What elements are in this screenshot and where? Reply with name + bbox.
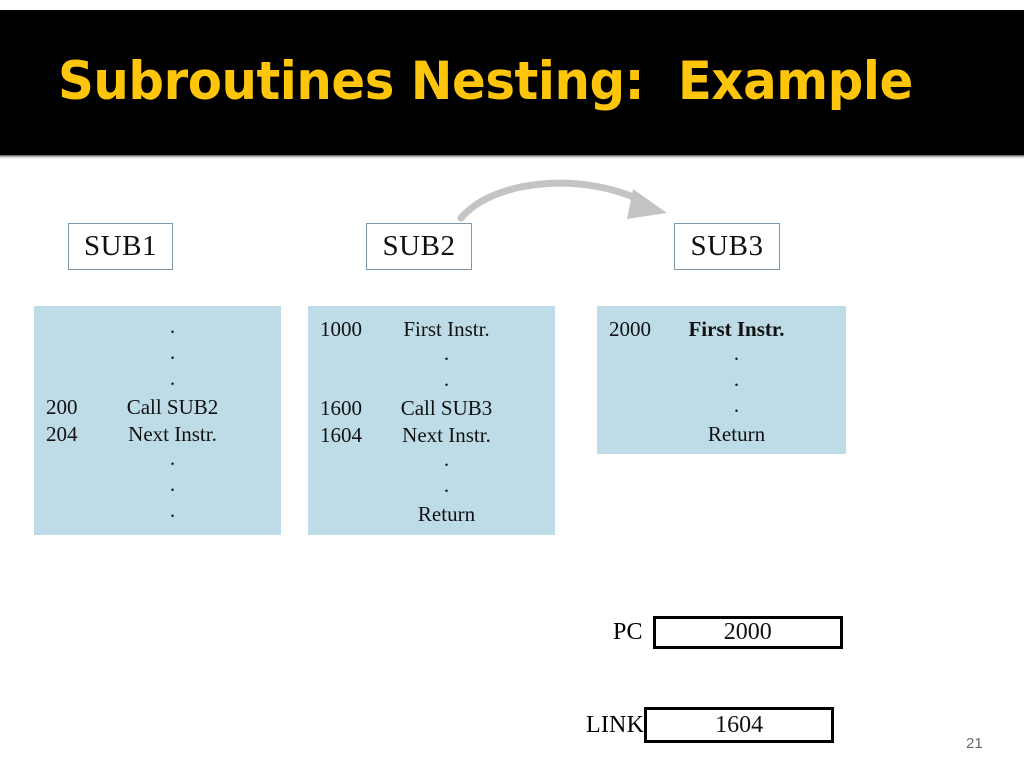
code-row: 1600 Call SUB3 bbox=[308, 395, 555, 422]
register-pc-label: PC bbox=[613, 619, 643, 645]
register-pc-value[interactable]: 2000 bbox=[652, 616, 843, 649]
code-row: 1000 First Instr. bbox=[308, 316, 555, 343]
code-instruction: Return bbox=[417, 502, 476, 526]
call-arrow-icon bbox=[457, 179, 667, 222]
code-address: 1604 bbox=[320, 423, 362, 447]
register-link: LINK 1604 bbox=[586, 707, 835, 743]
page-number: 21 bbox=[966, 735, 983, 752]
code-ellipsis-dot: . bbox=[169, 472, 176, 496]
code-instruction: Call SUB2 bbox=[126, 395, 219, 419]
register-pc: PC 2000 bbox=[613, 616, 843, 649]
code-panel-sub3: 2000 First Instr.... Return bbox=[597, 306, 846, 454]
code-ellipsis-dot: . bbox=[443, 367, 450, 391]
code-row: . bbox=[34, 316, 281, 342]
code-row: . bbox=[308, 475, 555, 501]
sub-header-label: SUB2 bbox=[382, 230, 456, 262]
code-ellipsis-dot: . bbox=[443, 341, 450, 365]
code-row: 204 Next Instr. bbox=[34, 421, 281, 448]
code-address: 204 bbox=[46, 422, 78, 446]
code-ellipsis-dot: . bbox=[443, 447, 450, 471]
code-row: Return bbox=[597, 421, 846, 448]
code-row: Return bbox=[308, 501, 555, 528]
code-ellipsis-dot: . bbox=[169, 366, 176, 390]
code-panel-sub2: 1000 First Instr... 1600 Call SUB3 1604 Next … bbox=[308, 306, 555, 535]
code-ellipsis-dot: . bbox=[169, 446, 176, 470]
code-row: 200 Call SUB2 bbox=[34, 394, 281, 421]
code-instruction: Next Instr. bbox=[402, 423, 491, 447]
code-row: . bbox=[597, 369, 846, 395]
code-address: 200 bbox=[46, 395, 78, 419]
code-row: 1604 Next Instr. bbox=[308, 422, 555, 449]
title-banner bbox=[0, 10, 1024, 155]
code-row: . bbox=[597, 343, 846, 369]
code-ellipsis-dot: . bbox=[443, 473, 450, 497]
code-ellipsis-dot: . bbox=[169, 498, 176, 522]
code-row: . bbox=[308, 449, 555, 475]
code-row: 2000 First Instr. bbox=[597, 316, 846, 343]
sub-header-sub2: SUB2 bbox=[366, 223, 472, 270]
code-instruction: Next Instr. bbox=[128, 422, 217, 446]
sub-header-label: SUB3 bbox=[690, 230, 764, 262]
code-ellipsis-dot: . bbox=[733, 367, 740, 391]
code-row: . bbox=[34, 342, 281, 368]
code-ellipsis-dot: . bbox=[169, 340, 176, 364]
code-row: . bbox=[308, 369, 555, 395]
code-row: . bbox=[34, 500, 281, 526]
code-row: . bbox=[34, 474, 281, 500]
code-row: . bbox=[597, 395, 846, 421]
register-link-value[interactable]: 1604 bbox=[644, 707, 835, 743]
code-address: 1000 bbox=[320, 317, 362, 341]
code-ellipsis-dot: . bbox=[733, 341, 740, 365]
sub-header-sub3: SUB3 bbox=[674, 223, 780, 270]
code-instruction: Return bbox=[707, 422, 766, 446]
code-address: 1600 bbox=[320, 396, 362, 420]
page-title: Subroutines Nesting: Example bbox=[58, 51, 913, 112]
code-instruction: Call SUB3 bbox=[400, 396, 493, 420]
sub-header-sub1: SUB1 bbox=[68, 223, 173, 270]
code-row: . bbox=[308, 343, 555, 369]
code-address: 2000 bbox=[609, 317, 651, 341]
code-panel-sub1: ... 200 Call SUB2 204 Next Instr.... bbox=[34, 306, 281, 535]
register-link-label: LINK bbox=[586, 711, 645, 738]
code-ellipsis-dot: . bbox=[733, 393, 740, 417]
banner-divider bbox=[0, 155, 1024, 159]
code-row: . bbox=[34, 368, 281, 394]
code-ellipsis-dot: . bbox=[169, 314, 176, 338]
code-row: . bbox=[34, 448, 281, 474]
code-instruction: First Instr. bbox=[403, 317, 490, 341]
sub-header-label: SUB1 bbox=[84, 230, 157, 262]
code-instruction: First Instr. bbox=[688, 317, 785, 341]
